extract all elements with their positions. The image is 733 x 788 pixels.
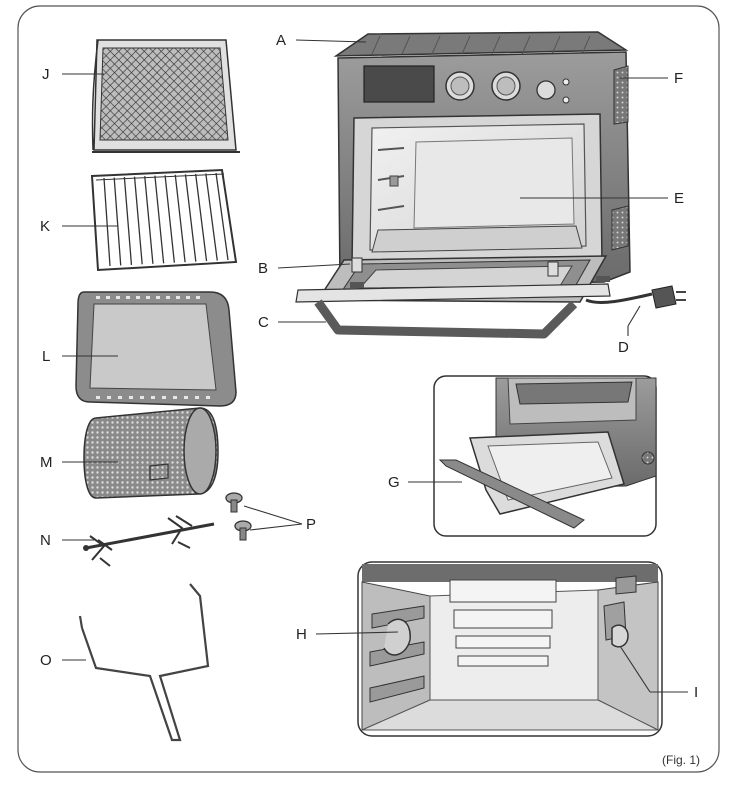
part-l-baking-tray (75, 291, 237, 407)
label-i: I (694, 684, 698, 701)
inset-g-crumb-tray (433, 375, 657, 537)
label-m: M (40, 454, 53, 471)
label-l: L (42, 348, 50, 365)
figure-frame (17, 5, 720, 773)
label-b: B (258, 260, 268, 277)
side-vents (613, 65, 629, 125)
label-f: F (674, 70, 683, 87)
callout-labels: A F E B C D J K L M N P O G H I (Fig. 1) (40, 32, 700, 767)
label-k: K (40, 218, 50, 235)
label-c: C (258, 314, 269, 331)
label-h: H (296, 626, 307, 643)
part-k-wire-rack (90, 168, 238, 272)
label-g: G (388, 474, 400, 491)
label-j: J (42, 66, 50, 83)
part-n-rotisserie-spit (83, 515, 215, 567)
display-panel (363, 65, 435, 103)
leader-lines (62, 39, 688, 693)
spit-holder-left (383, 618, 411, 656)
part-m-rotisserie-drum (83, 407, 219, 499)
crumb-tray (438, 459, 585, 529)
label-p: P (306, 516, 316, 533)
label-d: D (618, 339, 629, 356)
figure-caption: (Fig. 1) (662, 753, 700, 767)
part-j-mesh-basket (91, 39, 240, 153)
label-e: E (674, 190, 684, 207)
main-oven-unit (295, 31, 686, 339)
label-a: A (276, 32, 286, 49)
spit-holder-right (611, 624, 629, 648)
part-o-fork-lifter (78, 583, 210, 742)
label-n: N (40, 532, 51, 549)
function-knob (536, 80, 556, 100)
door-handle (314, 299, 578, 339)
label-o: O (40, 652, 52, 669)
inset-interior-rails (357, 561, 663, 737)
power-cord (585, 292, 653, 304)
part-p-screws (225, 492, 252, 541)
